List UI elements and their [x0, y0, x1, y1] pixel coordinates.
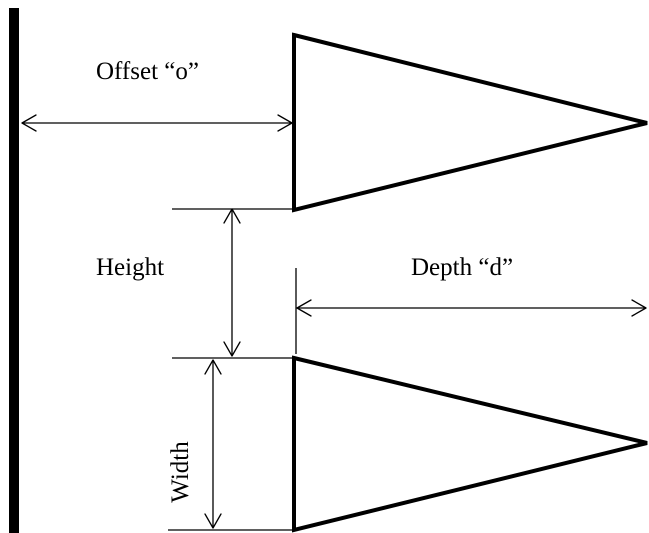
offset-label: Offset “o”	[96, 58, 199, 85]
height-dimension	[172, 208, 292, 359]
wall-plate	[9, 8, 19, 533]
width-label: Width	[167, 441, 194, 503]
upper-fin	[292, 32, 648, 213]
width-dimension	[168, 359, 292, 531]
depth-dimension	[295, 268, 647, 354]
depth-label: Depth “d”	[411, 254, 513, 281]
lower-fin	[292, 355, 648, 533]
height-label: Height	[96, 254, 164, 281]
offset-dimension	[21, 114, 293, 132]
